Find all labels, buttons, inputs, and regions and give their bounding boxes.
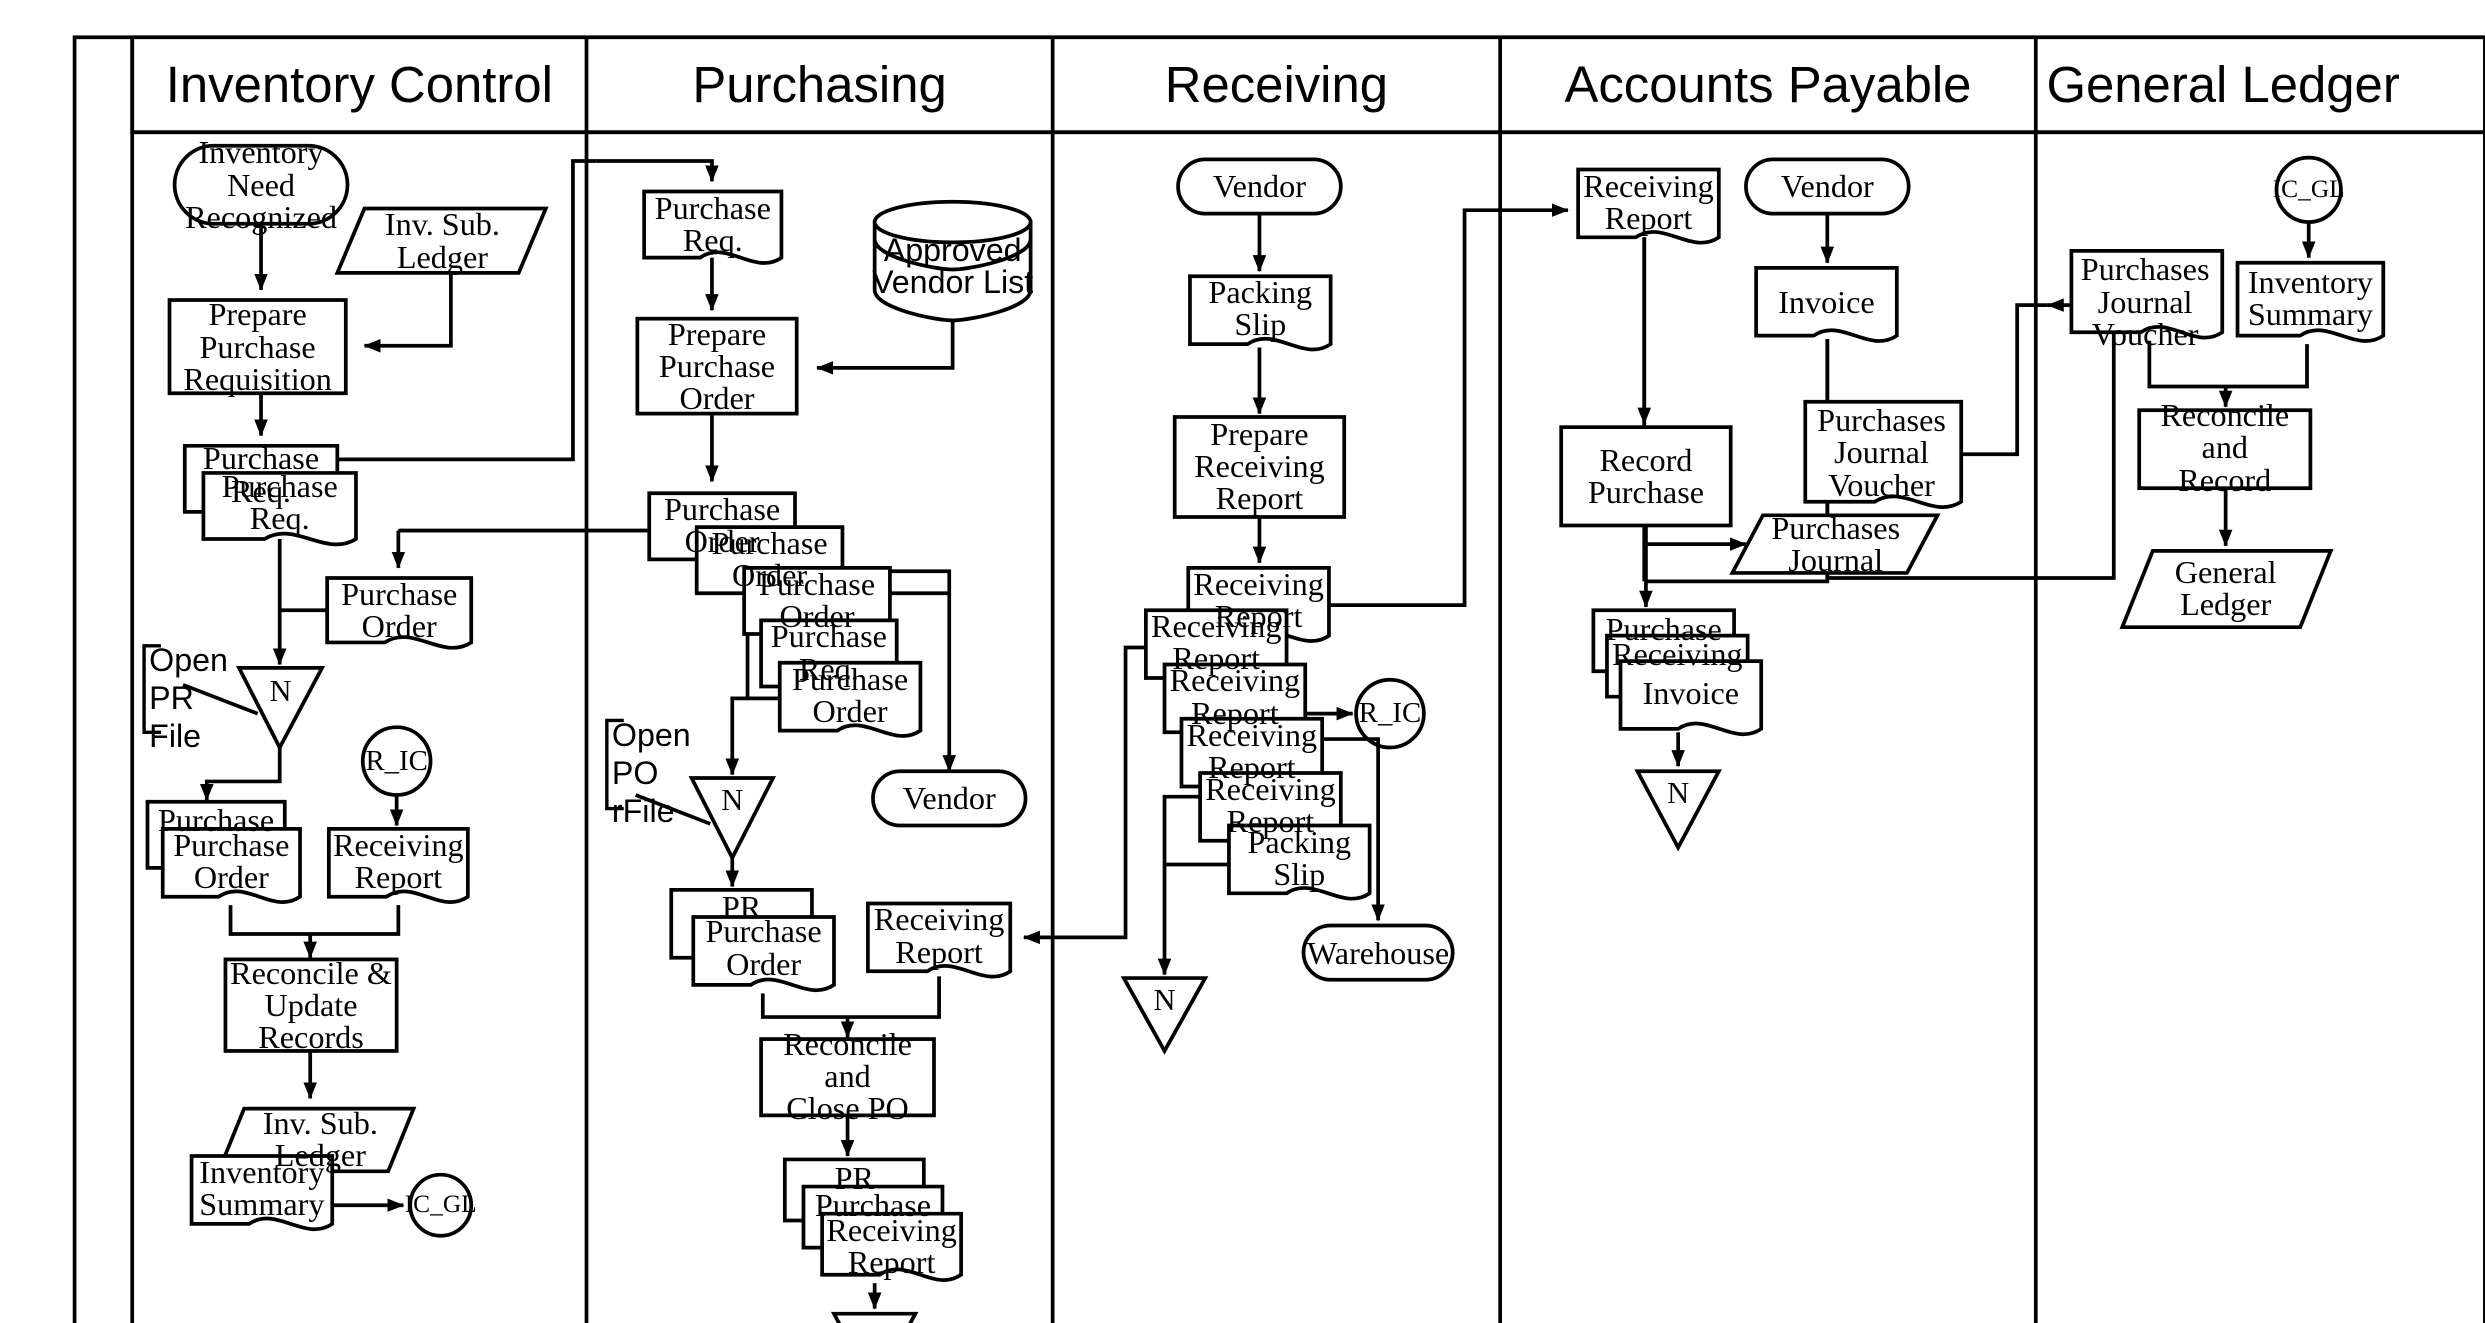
shape-document [2235,260,2386,343]
shape-parallelogram [334,206,549,275]
shape-connector [408,1172,474,1238]
shape-document [2069,249,2225,340]
shape-process [759,1037,936,1118]
shape-process [635,316,799,416]
shape-connector [2274,155,2343,224]
shape-file [1634,769,1722,852]
column-header-receiving: Receiving [1164,56,1389,114]
shape-terminator [1744,157,1911,216]
shape-document [189,1154,335,1232]
shape-document [1754,265,1899,343]
shape-file [688,776,777,862]
shape-document [201,471,358,547]
column-header-accounts-payable: Accounts Payable [1564,56,1972,114]
annotation-bracket [142,644,162,734]
annotation-open-pr-file: Open PR File [149,642,228,755]
shape-terminator [172,143,350,226]
annotation-open-po-file: Open PO rFile [611,717,691,829]
shape-file [235,666,326,752]
column-header-inventory-control: Inventory Control [165,56,553,114]
shape-process [167,298,348,396]
shape-document [325,576,474,650]
shape-document [160,827,302,904]
shape-document [777,660,923,738]
shape-document [1227,823,1372,901]
shape-process [2137,408,2313,491]
shape-parallelogram [2119,549,2334,630]
column-header-purchasing: Purchasing [692,56,947,114]
shape-file [1120,976,1209,1055]
shape-document [1618,659,1764,737]
shape-document [691,915,836,993]
shape-file [830,1311,919,1323]
shape-terminator [1301,923,1455,982]
shape-document [1188,274,1333,352]
shape-process [223,957,399,1053]
shape-process [1559,425,1733,528]
shape-document [1803,399,1964,509]
shape-terminator [871,769,1028,828]
shape-terminator [1176,157,1343,216]
shape-process [1172,415,1347,519]
annotation-bracket [605,718,624,811]
shape-document [820,1211,963,1282]
shape-database [872,199,1033,323]
shape-document [866,901,1013,979]
shape-connector [360,725,433,797]
shape-connector [1354,677,1426,750]
column-header-general-ledger: General Ledger [2046,56,2400,114]
shape-document [642,189,784,265]
shape-document [1576,167,1721,245]
shape-document [326,827,470,904]
shape-parallelogram [1729,513,1941,575]
